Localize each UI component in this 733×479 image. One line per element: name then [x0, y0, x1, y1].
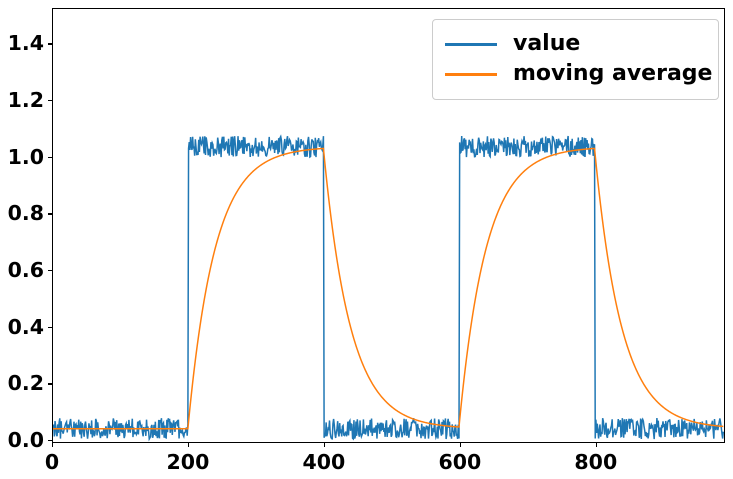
x-tick-mark	[52, 443, 54, 447]
x-tick-mark	[595, 443, 598, 447]
y-tick-label: 0.8	[7, 201, 44, 226]
x-tick-label: 0	[44, 450, 60, 474]
y-tick-label: 1.2	[7, 88, 44, 113]
y-tick-label: 0.4	[7, 314, 44, 339]
legend-label-moving-average: moving average	[513, 61, 713, 86]
moving-average-path	[53, 147, 724, 430]
legend-item-moving-average: moving average	[445, 59, 712, 89]
y-tick-label: 0.0	[7, 428, 44, 453]
value-path	[53, 134, 724, 442]
legend-item-value: value	[445, 29, 706, 59]
x-tick-mark	[187, 443, 190, 447]
legend-swatch-value	[445, 42, 497, 46]
x-tick-label: 400	[302, 450, 346, 474]
series-value-line	[53, 134, 724, 442]
x-tick-mark	[459, 443, 462, 447]
y-tick-label: 0.2	[7, 371, 44, 396]
y-tick-label: 1.4	[7, 31, 44, 56]
x-tick-label: 200	[166, 450, 210, 474]
legend-label-value: value	[513, 31, 581, 56]
y-tick-label: 1.0	[7, 144, 44, 169]
legend-swatch-moving-average	[445, 72, 497, 76]
x-tick-label: 800	[574, 450, 618, 474]
y-tick-label: 0.6	[7, 258, 44, 283]
chart-canvas	[53, 134, 724, 442]
x-tick-mark	[323, 443, 326, 447]
x-tick-label: 600	[438, 450, 482, 474]
series-moving-average-line	[53, 147, 724, 430]
chart-legend: value moving average	[432, 19, 719, 100]
